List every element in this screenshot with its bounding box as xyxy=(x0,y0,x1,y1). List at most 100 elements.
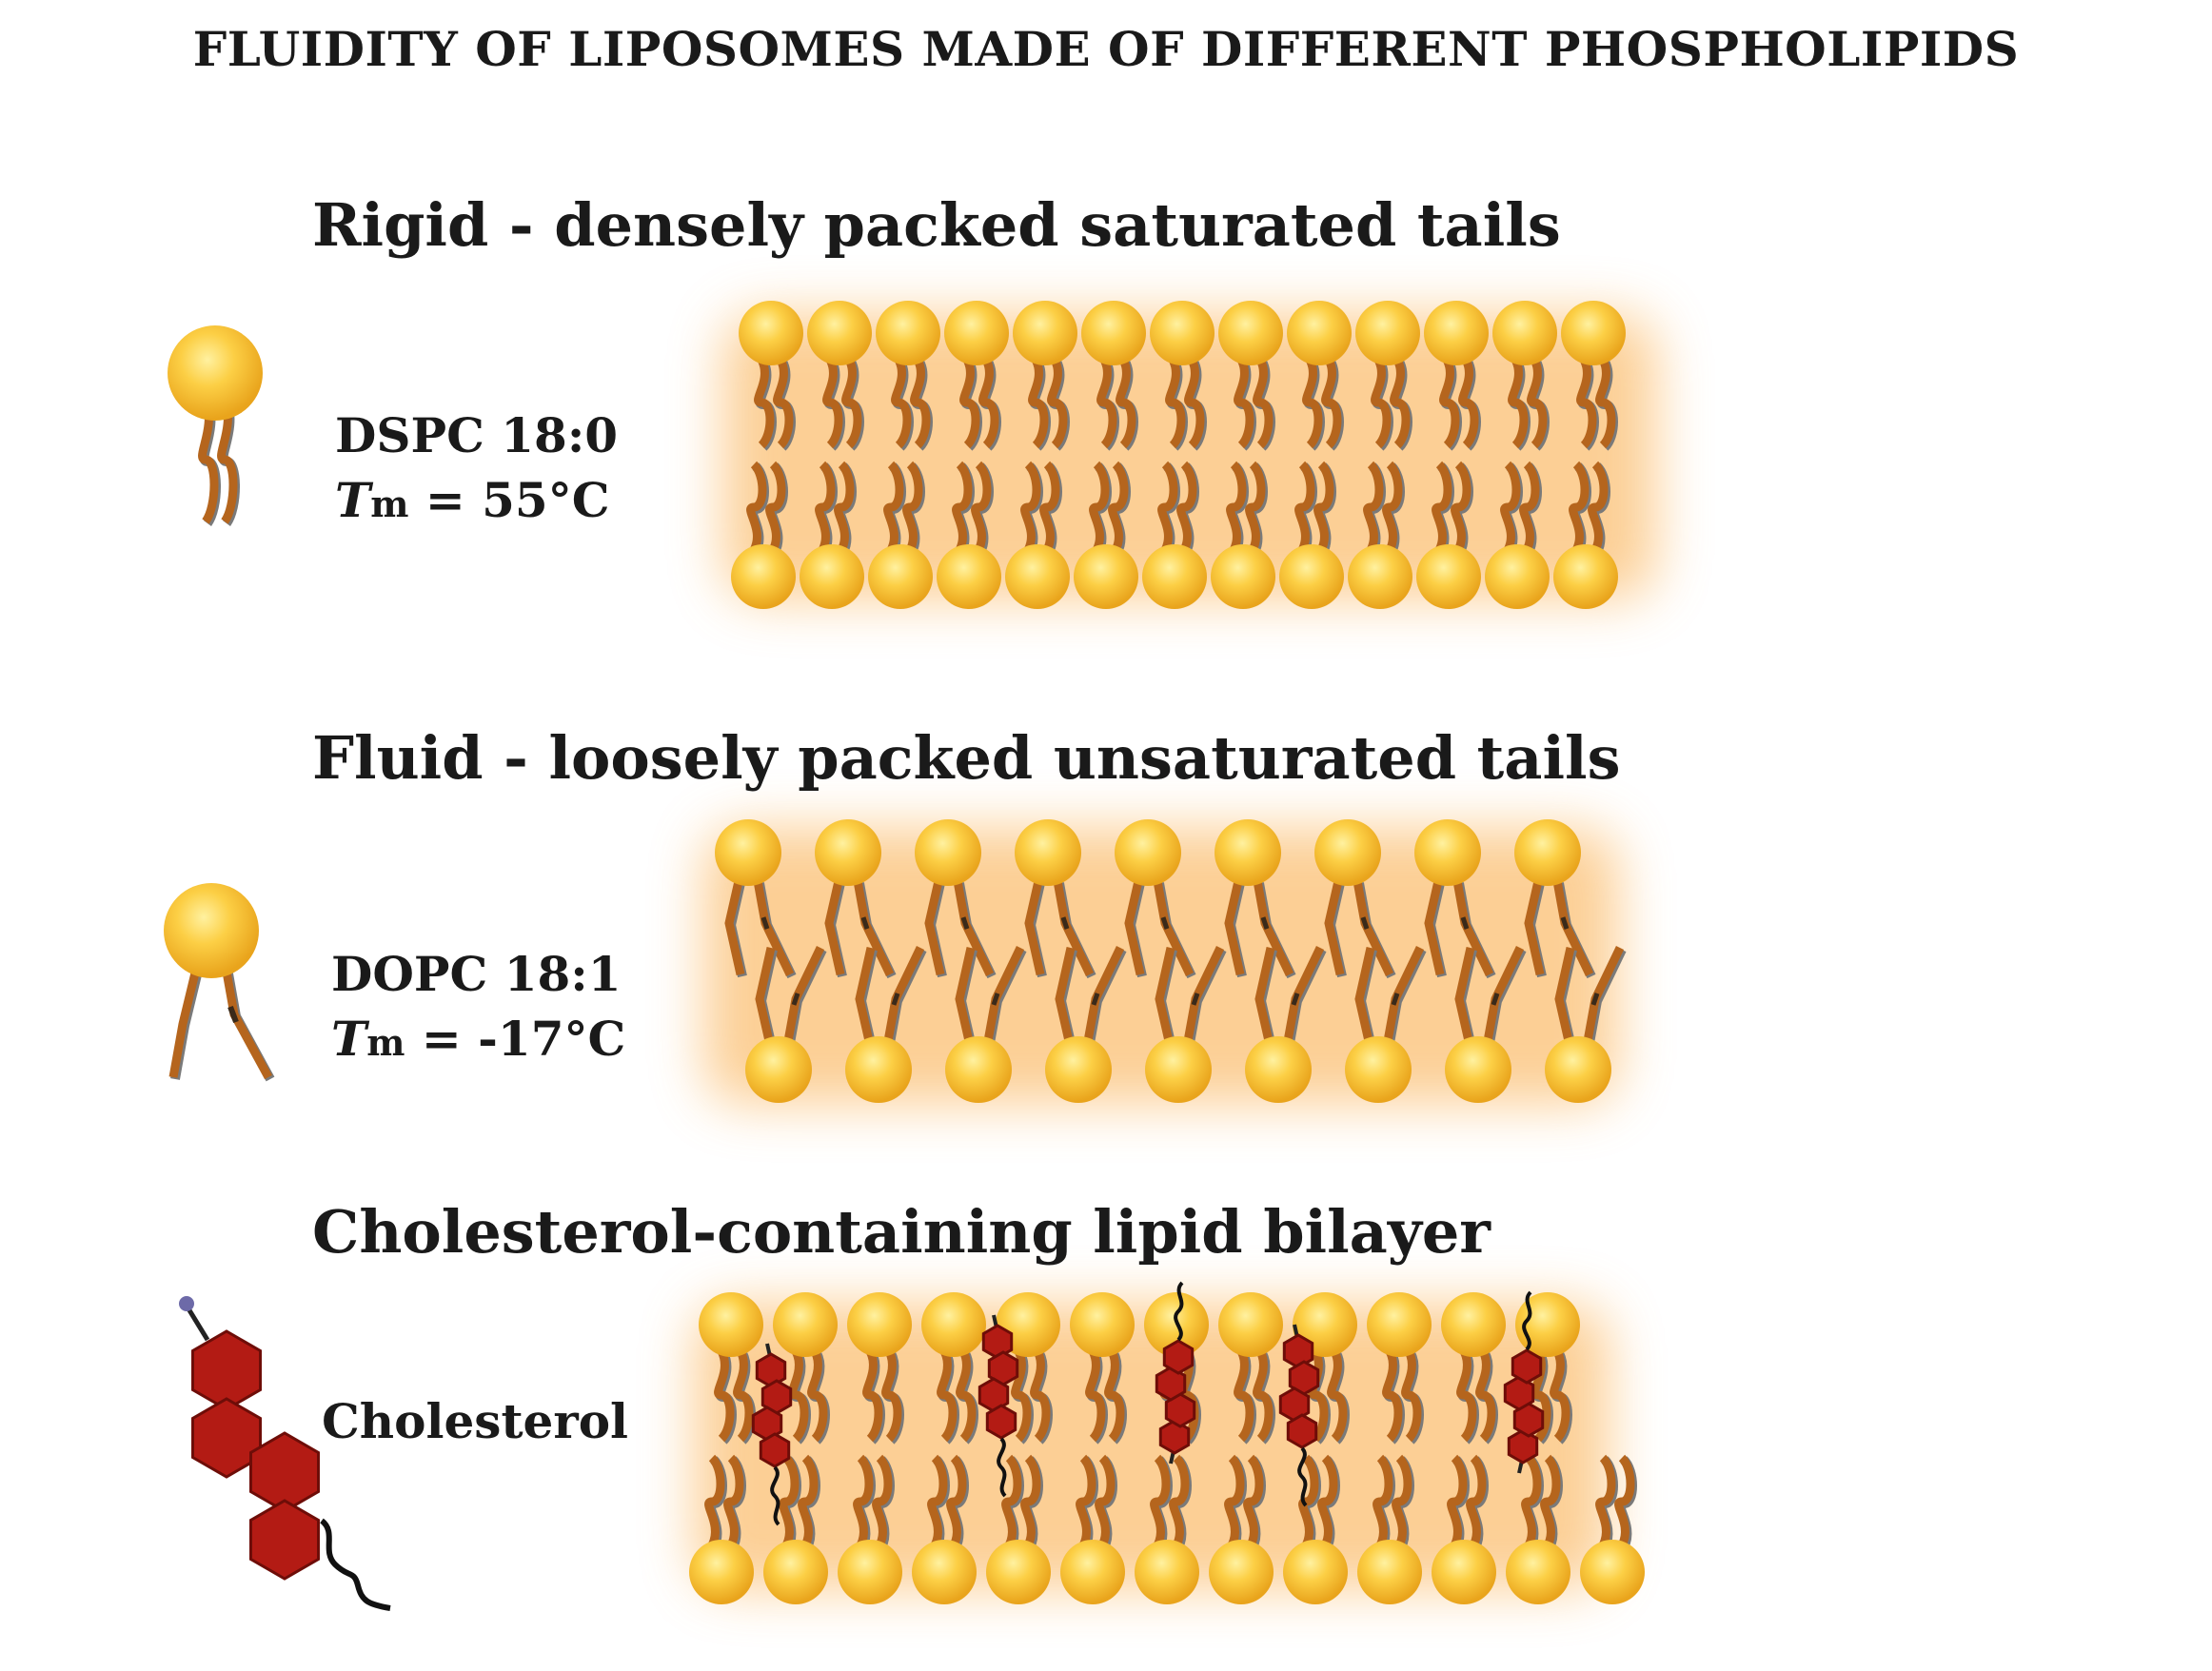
lipid-head xyxy=(915,819,981,886)
lipid-tail xyxy=(1020,461,1041,553)
lipid-head xyxy=(715,819,781,886)
lipid-tail xyxy=(1439,357,1460,449)
lipid-head xyxy=(689,1540,754,1604)
lipid-tail xyxy=(1614,1454,1635,1548)
lipid-tail xyxy=(1521,1454,1542,1548)
lipid-tail xyxy=(1382,1348,1403,1443)
lipid-tail xyxy=(1253,1348,1274,1443)
lipid-tail xyxy=(1373,1454,1393,1548)
lipid-tail xyxy=(198,396,219,524)
lipid-head xyxy=(1245,1036,1312,1103)
lipid-tail xyxy=(1243,1454,1264,1548)
lipid-tail xyxy=(834,461,855,553)
lipid-tail xyxy=(1234,1348,1254,1443)
lipid-tail xyxy=(1588,461,1609,553)
lipid-tail xyxy=(1576,357,1597,449)
lipid-tail xyxy=(883,461,904,553)
rigid-heading: Rigid - densely packed saturated tails xyxy=(312,190,1561,260)
lipid-tail xyxy=(1155,947,1175,1042)
lipid-tail xyxy=(1150,1454,1171,1548)
lipid-tail xyxy=(1024,880,1045,975)
lipid-tail xyxy=(853,1454,874,1548)
lipid-tail xyxy=(1500,461,1521,553)
cholesterol-ring xyxy=(191,1329,262,1411)
hydroxyl-atom xyxy=(179,1296,194,1311)
lipid-tail xyxy=(746,461,767,553)
tm-symbol: T xyxy=(331,1011,367,1067)
lipid-tail xyxy=(978,357,999,449)
lipid-head xyxy=(1416,544,1481,609)
lipid-tail xyxy=(1124,880,1145,975)
lipid-tail xyxy=(1030,1348,1051,1443)
lipid-tail xyxy=(1527,357,1548,449)
lipid-head xyxy=(921,1292,986,1357)
lipid-tail xyxy=(1298,1454,1319,1548)
lipid-tail xyxy=(765,461,786,553)
lipid-tail xyxy=(946,1454,967,1548)
lipid-head xyxy=(164,883,259,978)
cholesterol-ring xyxy=(1288,1360,1320,1396)
lipid-tail xyxy=(1055,947,1076,1042)
tm-symbol: T xyxy=(335,472,371,528)
double-bond-mark xyxy=(1491,993,1500,1006)
lipid-head xyxy=(1424,301,1489,365)
tm-subscript: m xyxy=(370,482,409,525)
dspc-name: DSPC 18:0 xyxy=(335,407,619,463)
cholesterol-heading: Cholesterol-containing lipid bilayer xyxy=(312,1197,1491,1267)
lipid-tail xyxy=(1524,880,1545,975)
lipid-head xyxy=(807,301,872,365)
dspc-tm: Tm = 55°C xyxy=(335,468,618,537)
lipid-tail xyxy=(1226,461,1247,553)
lipid-tail xyxy=(1224,880,1245,975)
double-bond-mark xyxy=(760,916,770,930)
lipid-head xyxy=(1135,1540,1199,1604)
lipid-head xyxy=(1045,1036,1112,1103)
lipid-tail xyxy=(1076,1454,1096,1548)
lipid-head xyxy=(1060,1540,1125,1604)
lipid-tail xyxy=(1047,357,1068,449)
lipid-head xyxy=(1005,544,1070,609)
lipid-head xyxy=(945,1036,1012,1103)
lipid-tail xyxy=(1540,1454,1561,1548)
lipid-head xyxy=(1545,1036,1611,1103)
lipid-tail xyxy=(1176,461,1197,553)
lipid-head xyxy=(1211,544,1275,609)
lipid-tail xyxy=(1317,1454,1338,1548)
lipid-head xyxy=(745,1036,812,1103)
lipid-tail xyxy=(1095,1454,1116,1548)
lipid-tail xyxy=(1371,357,1392,449)
lipid-tail xyxy=(1382,461,1403,553)
lipid-tail xyxy=(723,1454,744,1548)
cholesterol-ring xyxy=(987,1350,1019,1386)
lipid-tail xyxy=(1178,1348,1199,1443)
cholesterol-ring xyxy=(249,1431,320,1513)
lipid-head xyxy=(1445,1036,1511,1103)
lipid-tail xyxy=(1519,461,1540,553)
lipid-tail xyxy=(1245,461,1266,553)
cholesterol-ring xyxy=(1511,1348,1543,1385)
lipid-head xyxy=(800,544,864,609)
lipid-head xyxy=(986,1540,1051,1604)
lipid-tail xyxy=(1554,947,1575,1042)
lipid-tail xyxy=(1363,461,1384,553)
double-bond-mark xyxy=(1091,993,1100,1006)
cholesterol-ring xyxy=(1282,1333,1314,1369)
lipid-head xyxy=(1015,819,1081,886)
lipid-head xyxy=(838,1540,902,1604)
double-bond-mark xyxy=(1191,993,1200,1006)
lipid-head xyxy=(1013,301,1077,365)
lipid-head xyxy=(1115,819,1181,886)
lipid-tail xyxy=(217,396,238,524)
dopc-tm-value: = -17°C xyxy=(405,1011,626,1067)
tail-layer xyxy=(704,357,1637,1550)
double-bond-mark xyxy=(1060,916,1070,930)
double-bond-mark xyxy=(991,993,1000,1006)
lipid-head xyxy=(1081,301,1146,365)
double-bond-mark xyxy=(1291,993,1300,1006)
lipid-head xyxy=(1348,544,1412,609)
lipid-head xyxy=(773,1292,838,1357)
lipid-tail xyxy=(733,1348,754,1443)
lipid-tail xyxy=(815,461,836,553)
lipid-tail xyxy=(1116,357,1136,449)
